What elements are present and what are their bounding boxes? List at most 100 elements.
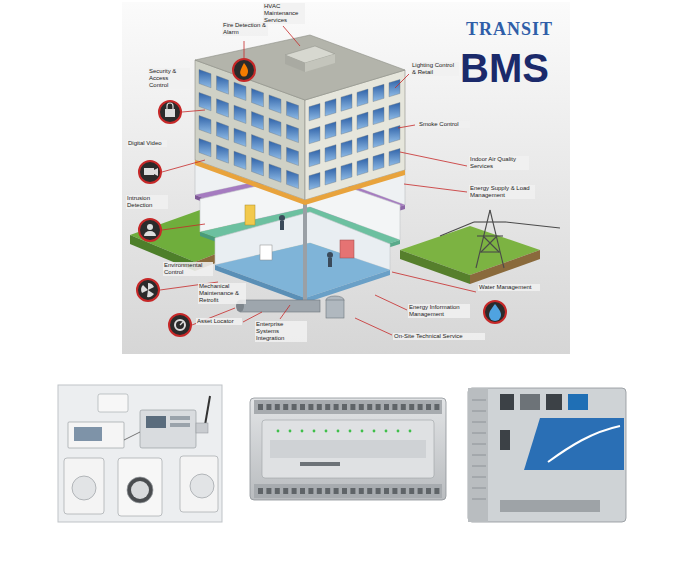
terminal-block (350, 404, 355, 410)
terminal-block (373, 430, 376, 433)
terminal-block (434, 488, 439, 494)
callout-label: Indoor Air Quality Services (469, 156, 529, 170)
building-tower (305, 54, 335, 72)
terminal-block (342, 404, 347, 410)
building-window (252, 112, 264, 130)
building-cutaway (305, 270, 390, 303)
callout-icon (144, 168, 154, 175)
thermostat-photo (58, 385, 222, 522)
vent-fin (472, 455, 486, 456)
terminal-block (367, 488, 372, 494)
controller-photo (270, 440, 426, 458)
terminal-block (334, 488, 339, 494)
power-pylon (490, 210, 504, 268)
thermostat-photo (196, 423, 208, 433)
building-window (234, 105, 246, 123)
terminal-block (300, 404, 305, 410)
illustration-panel (122, 2, 570, 354)
building-window (341, 140, 352, 157)
callout-icon (484, 301, 506, 323)
callout-label: Asset Locator (196, 318, 242, 325)
building-window (357, 112, 368, 129)
network-controller-photo (520, 394, 540, 410)
thermostat-photo (170, 416, 190, 420)
building-window (389, 103, 400, 120)
building-window (341, 117, 352, 134)
building-window (373, 130, 384, 147)
callout-label: Environmental Control (163, 262, 213, 276)
power-pylon (440, 222, 474, 236)
terminal-block (275, 404, 280, 410)
network-controller-photo (468, 388, 488, 522)
building-window (199, 139, 211, 157)
network-controller-photo (546, 394, 562, 410)
building-cutaway (340, 240, 354, 258)
building-window (252, 89, 264, 107)
logo-text: TRANSIT (466, 20, 553, 38)
terminal-block (384, 404, 389, 410)
callout-label: Fire Detection & Alarm (222, 22, 268, 36)
vent-fin (472, 433, 486, 434)
thermostat-photo (68, 422, 124, 448)
terminal-block (313, 430, 316, 433)
thermostat-photo (64, 458, 104, 514)
terminal-block (342, 488, 347, 494)
vent-fin (472, 422, 486, 423)
terminal-block (361, 430, 364, 433)
network-controller-photo (468, 388, 626, 522)
terminal-block (376, 488, 381, 494)
callout-label: Intrusion Detection (126, 195, 168, 209)
terminal-block (359, 488, 364, 494)
building-window (325, 122, 336, 139)
power-pylon (481, 236, 497, 252)
terminal-block (349, 430, 352, 433)
terminal-block (300, 488, 305, 494)
building-window (341, 163, 352, 180)
power-pylon (483, 236, 499, 252)
terminal-block (337, 430, 340, 433)
controller-photo (262, 420, 434, 478)
building-window (234, 128, 246, 146)
callout-label: HVAC Maintenance Services (263, 3, 305, 24)
callout-icon (165, 109, 175, 117)
callout-icon (233, 59, 255, 81)
power-pylon (477, 235, 503, 236)
terminal-block (376, 404, 381, 410)
callout-icon (180, 321, 184, 325)
building-window (269, 118, 281, 136)
ground-slab (470, 250, 540, 284)
callout-label: Mechanical Maintenance & Retrofit (198, 283, 246, 304)
callout-label: On-Site Technical Service (393, 333, 485, 340)
callout-icon (141, 283, 154, 297)
callout-icon (137, 279, 159, 301)
building-window (287, 170, 299, 188)
terminal-block (266, 488, 271, 494)
building-window (309, 104, 320, 121)
terminal-block (292, 404, 297, 410)
callout-label: Lighting Control & Retail (411, 62, 459, 76)
building-window (234, 151, 246, 169)
vent-fin (472, 400, 486, 401)
thermostat-photo (98, 394, 128, 412)
controller-photo (254, 400, 442, 414)
building-window (325, 145, 336, 162)
network-controller-photo (500, 500, 600, 512)
terminal-block (409, 404, 414, 410)
terminal-block (266, 404, 271, 410)
callout-label: Smoke Control (418, 121, 470, 128)
terminal-block (418, 404, 423, 410)
terminal-block (385, 430, 388, 433)
thermostat-photo (58, 385, 222, 522)
building-cutaway (328, 258, 332, 267)
terminal-block (384, 488, 389, 494)
building-window (325, 168, 336, 185)
network-controller-photo (548, 426, 620, 462)
vent-fin (472, 488, 486, 489)
thermostat-photo (140, 410, 196, 448)
callout-icon (139, 219, 161, 241)
building-cutaway (260, 245, 272, 260)
network-controller-photo (500, 394, 514, 410)
callout-icon (169, 314, 191, 336)
thermostat-photo (146, 416, 166, 428)
building-cutaway (280, 221, 284, 230)
